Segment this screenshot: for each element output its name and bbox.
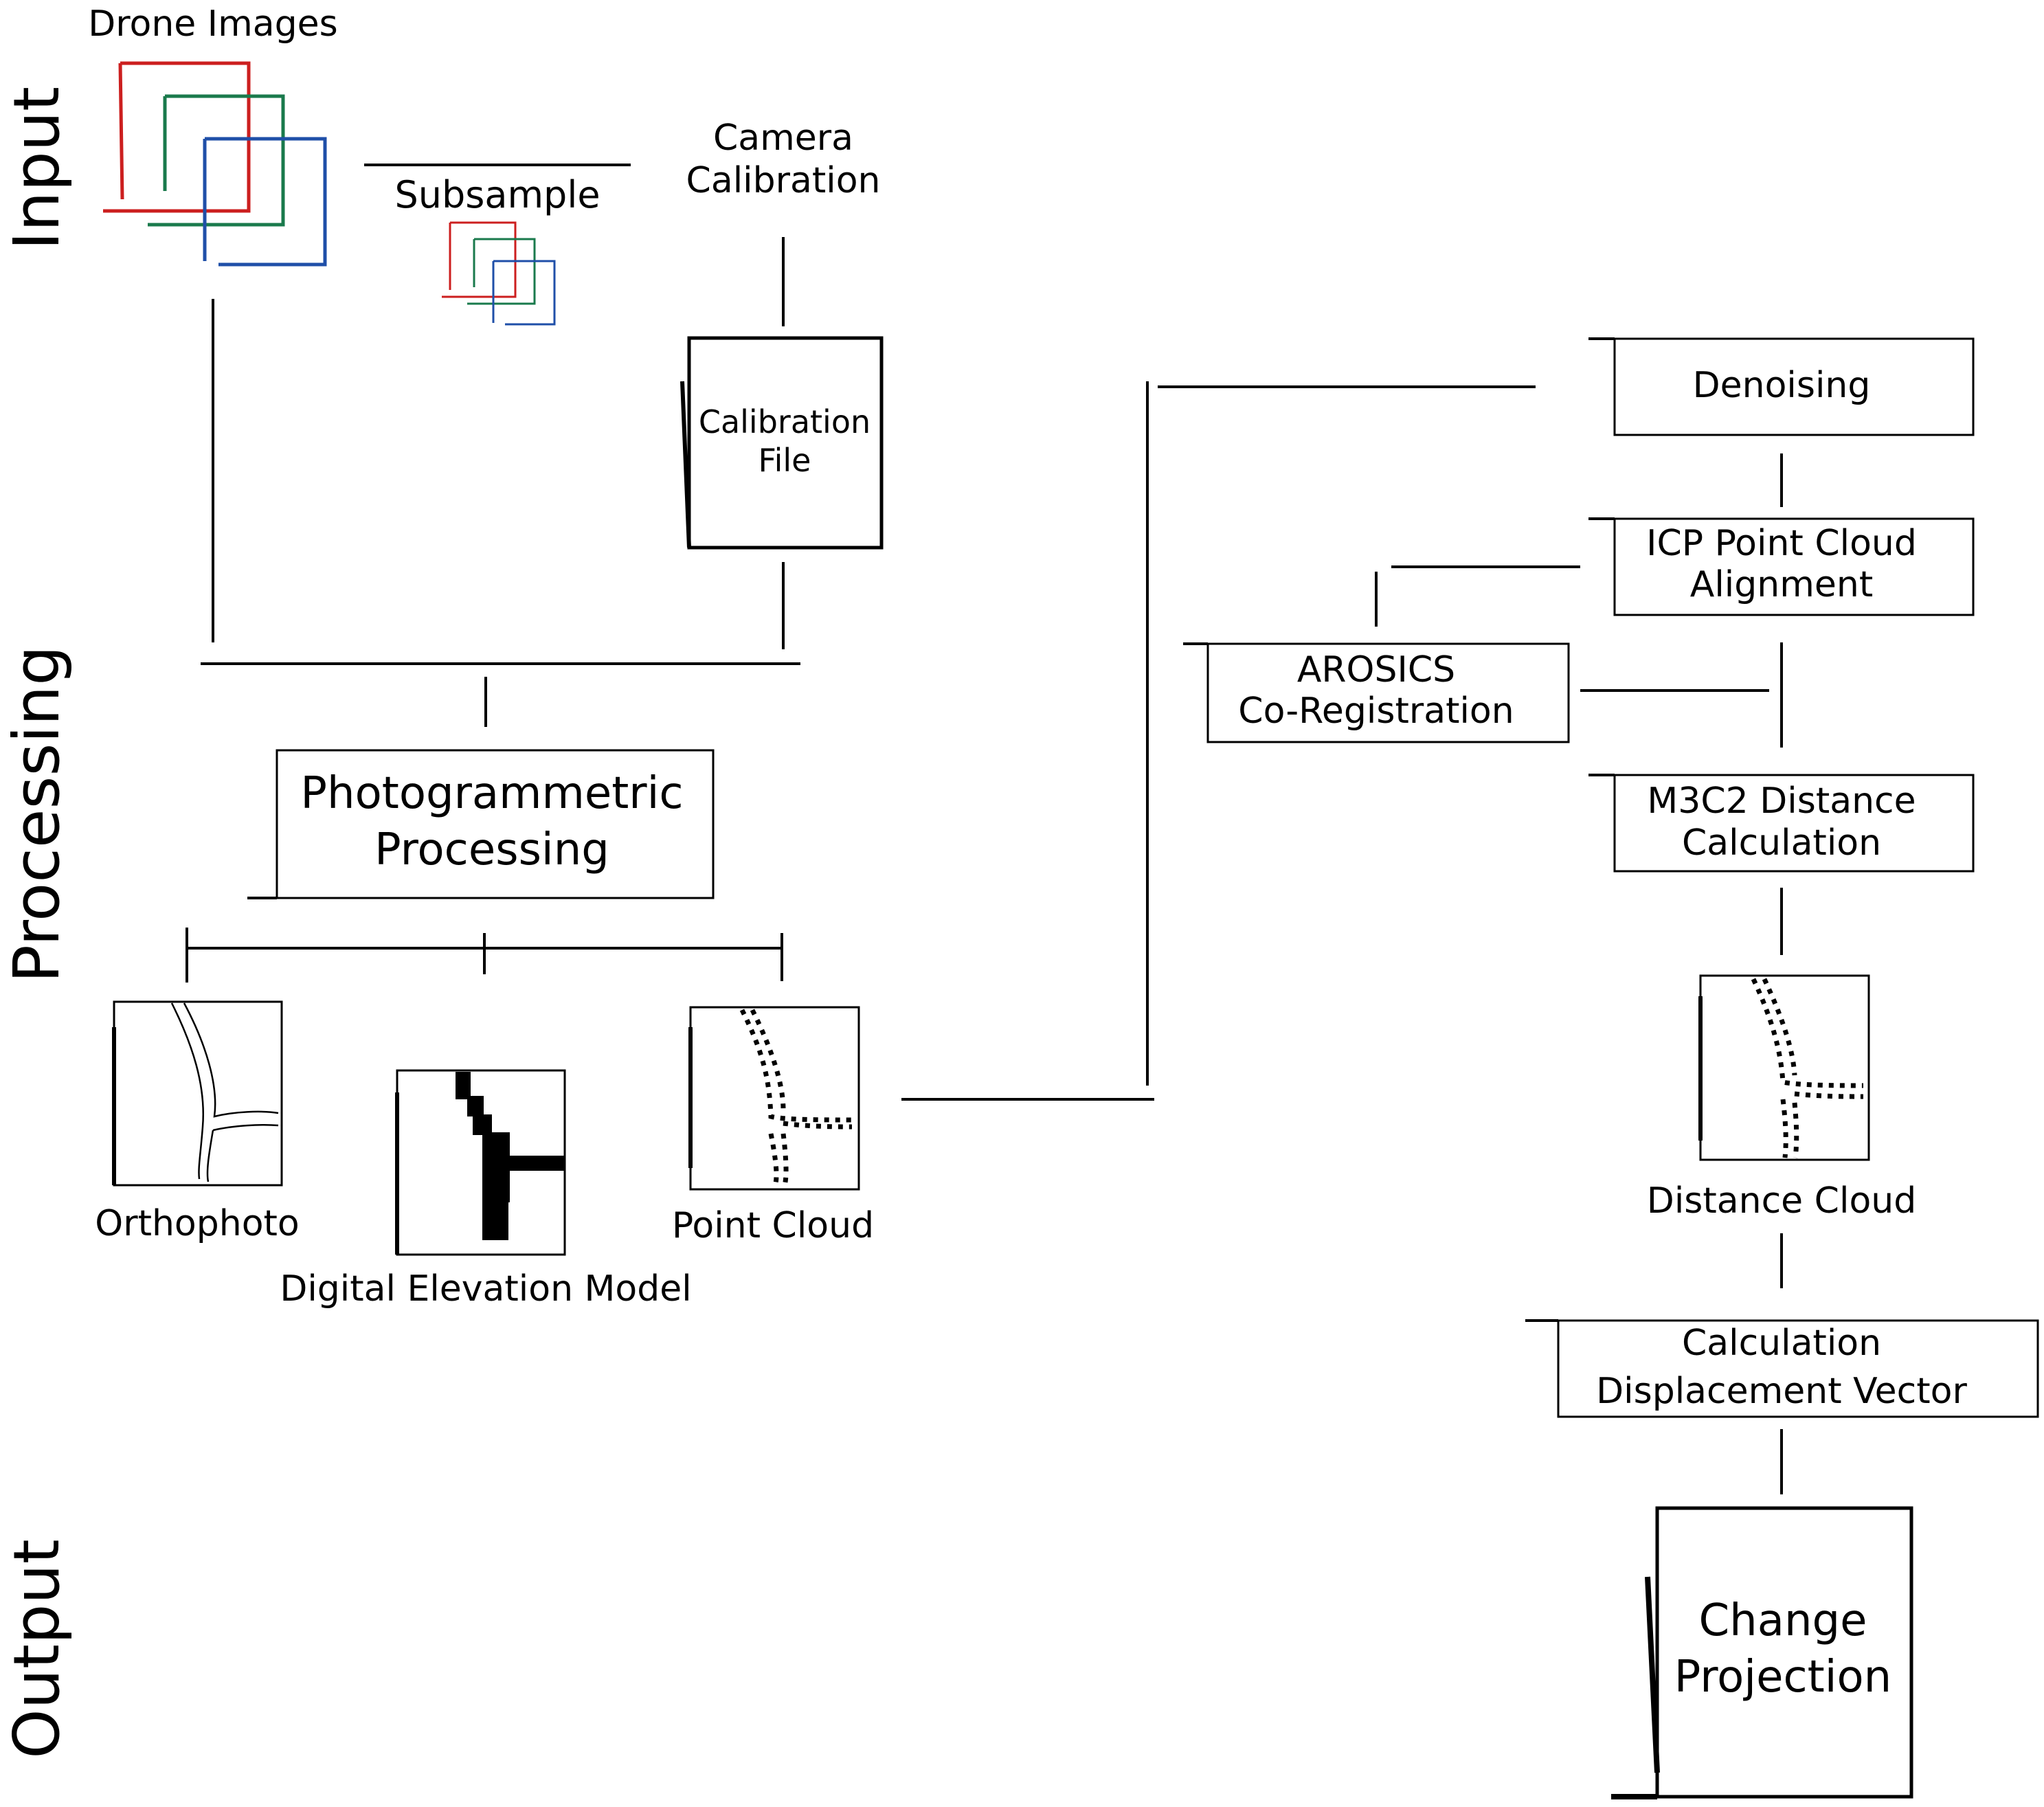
orthophoto-road-icon (170, 1002, 279, 1182)
point-cloud-node (688, 1006, 860, 1191)
drone-images-label: Drone Images (88, 3, 338, 45)
calibration-file-label-line1: Calibration (699, 403, 871, 440)
connector-arosics-to-m3c2 (1580, 642, 1783, 748)
dem-raster-icon (456, 1072, 565, 1240)
connector-point-cloud-to-denoising (901, 381, 1536, 1101)
m3c2-label-line1: M3C2 Distance (1647, 781, 1916, 822)
image-frame-green (148, 94, 285, 227)
photogrammetric-label-line1: Photogrammetric (300, 768, 683, 819)
arosics-label-line1: AROSICS (1297, 649, 1455, 691)
dem-node (395, 1069, 566, 1256)
orthophoto-label: Orthophoto (95, 1203, 299, 1244)
dem-label: Digital Elevation Model (280, 1268, 691, 1310)
icp-alignment-node: ICP Point Cloud Alignment (1588, 517, 1975, 616)
calibration-file-label-line2: File (759, 442, 811, 479)
photogrammetric-label-line2: Processing (374, 824, 609, 875)
stage-label-processing: Processing (0, 645, 74, 983)
subsample-label: Subsample (394, 173, 600, 216)
distance-cloud-node (1698, 974, 1870, 1161)
denoising-label: Denoising (1693, 365, 1871, 406)
arosics-node: AROSICS Co-Registration (1183, 642, 1570, 743)
stage-label-output: Output (0, 1539, 74, 1759)
displacement-label-line1: Calculation (1682, 1323, 1881, 1364)
image-frame-blue (205, 137, 327, 267)
camera-calibration-label-line1: Camera (713, 117, 853, 159)
drone-images-icon (103, 61, 327, 267)
stage-label-input: Input (0, 87, 74, 250)
m3c2-node: M3C2 Distance Calculation (1588, 774, 1975, 873)
change-projection-label-line1: Change (1698, 1595, 1867, 1646)
arosics-label-line2: Co-Registration (1238, 691, 1514, 732)
icp-label-line2: Alignment (1690, 564, 1873, 605)
photogrammetric-processing-node: Photogrammetric Processing (247, 749, 715, 899)
connector-icp-to-arosics (1375, 565, 1580, 627)
change-projection-label-line2: Projection (1674, 1652, 1891, 1703)
camera-calibration-label-line2: Calibration (686, 160, 881, 201)
calibration-file-node: Calibration File (680, 336, 884, 550)
subsample-icon (442, 221, 556, 326)
distance-cloud-dots-icon (1751, 978, 1864, 1158)
point-cloud-label: Point Cloud (672, 1205, 874, 1246)
icp-label-line1: ICP Point Cloud (1646, 523, 1917, 564)
m3c2-label-line2: Calculation (1682, 822, 1881, 864)
change-projection-node: Change Projection (1611, 1506, 1913, 1799)
denoising-node: Denoising (1588, 337, 1975, 436)
displacement-vector-node: Calculation Displacement Vector (1525, 1319, 2039, 1418)
point-cloud-dots-icon (739, 1009, 853, 1187)
orthophoto-node (112, 1000, 283, 1187)
displacement-label-line2: Displacement Vector (1596, 1371, 1967, 1412)
output-branch (186, 928, 783, 983)
distance-cloud-label: Distance Cloud (1647, 1180, 1916, 1222)
